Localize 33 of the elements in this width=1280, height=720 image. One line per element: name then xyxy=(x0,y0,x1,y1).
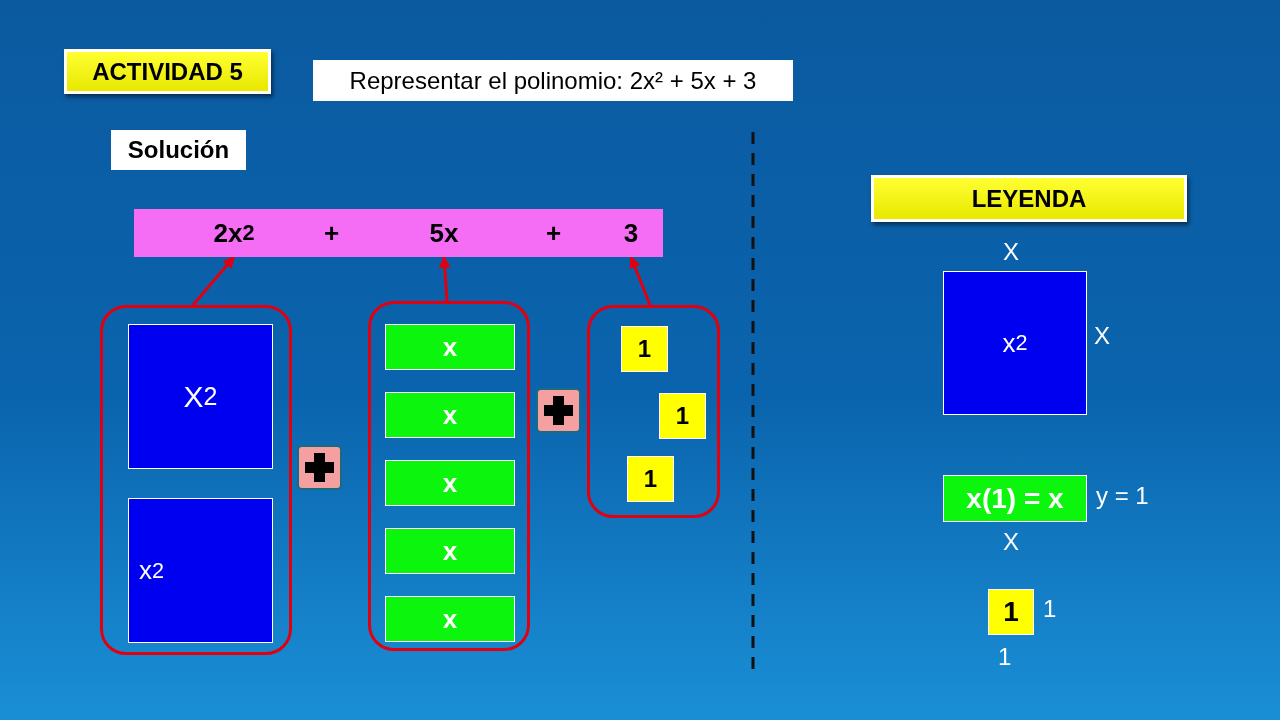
side-label: y = 1 xyxy=(1096,482,1149,510)
term-label: 3 xyxy=(616,209,646,257)
legend-banner: LEYENDA xyxy=(871,175,1187,222)
side-label: X xyxy=(1003,238,1019,266)
side-label: 1 xyxy=(1043,595,1057,623)
arrow xyxy=(438,255,451,302)
group-outline xyxy=(100,305,292,655)
group-outline xyxy=(587,305,720,518)
side-label: 1 xyxy=(998,643,1012,671)
activity-banner: ACTIVIDAD 5 xyxy=(64,49,271,94)
unit-tile: 1 xyxy=(988,589,1034,635)
x-tile: x xyxy=(385,392,515,438)
unit-tile: 1 xyxy=(659,393,706,439)
plus-sign: + xyxy=(541,209,566,257)
plus-icon xyxy=(536,388,581,433)
x-tile: x xyxy=(385,596,515,642)
term-label: 5x xyxy=(419,209,469,257)
arrow xyxy=(191,256,236,306)
task-text: Representar el polinomio: 2x² + 5x + 3 xyxy=(313,60,793,101)
plus-sign: + xyxy=(319,209,344,257)
x-tile: x(1) = x xyxy=(943,475,1087,522)
x-tile: x xyxy=(385,324,515,370)
heading-label: Solución xyxy=(111,130,246,170)
arrow xyxy=(629,255,652,306)
unit-tile: 1 xyxy=(621,326,668,372)
group-outline xyxy=(368,301,530,651)
plus-icon xyxy=(297,445,342,490)
side-label: X xyxy=(1003,528,1019,556)
polynomial-bar xyxy=(134,209,663,257)
x-tile: x xyxy=(385,460,515,506)
x-tile: x xyxy=(385,528,515,574)
side-label: X xyxy=(1094,322,1110,350)
unit-tile: 1 xyxy=(627,456,674,502)
